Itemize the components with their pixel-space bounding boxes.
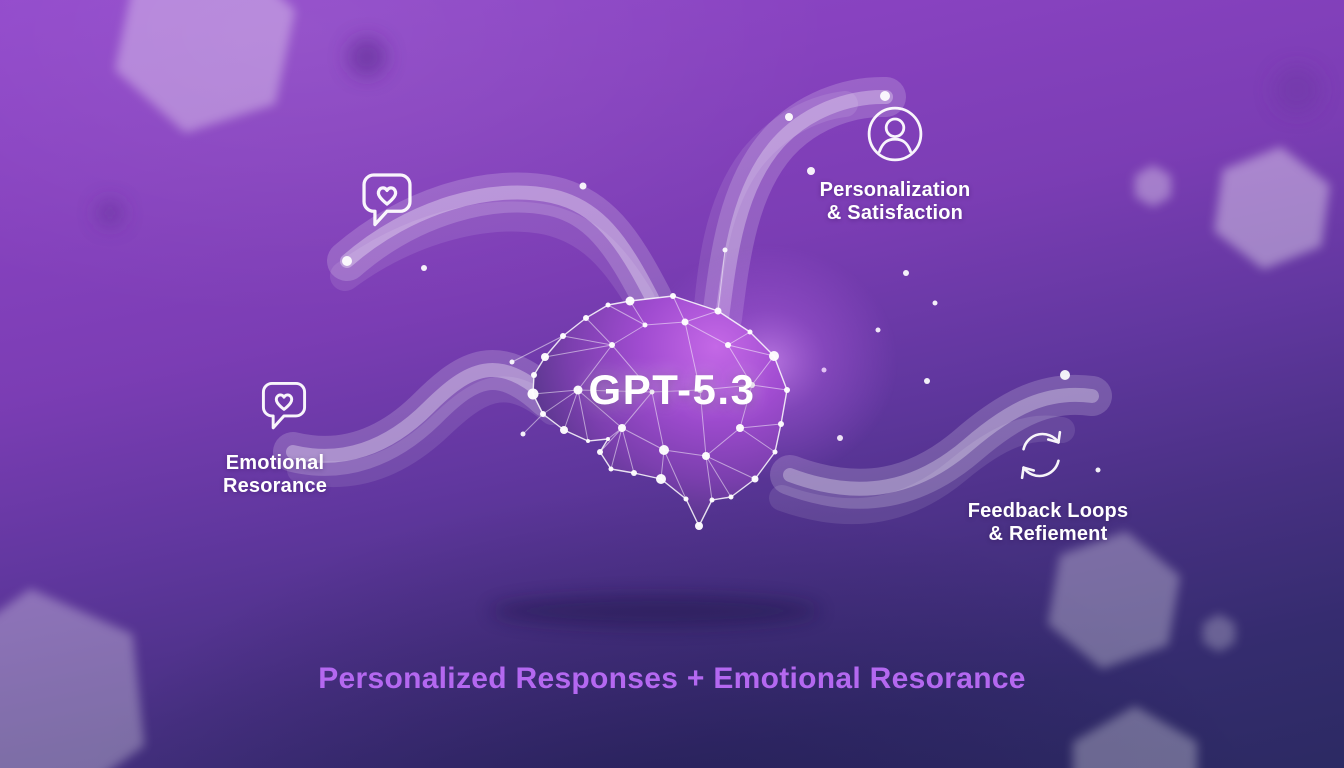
brain-silhouette <box>532 295 788 527</box>
branch-label-line: Emotional <box>225 452 325 474</box>
dark-blob-decorations <box>96 37 1321 227</box>
branch-label-line: Resorance <box>222 475 328 497</box>
heart-chat-icon <box>358 169 416 227</box>
refresh-cycle-icon <box>1010 424 1072 486</box>
branch-label-line: Feedback Loops <box>967 500 1129 522</box>
hexagon-shape <box>1135 165 1171 207</box>
branch-label-line: Personalization <box>819 179 971 201</box>
branch-label-line: & Satisfaction <box>826 202 964 224</box>
hexagon-shape <box>1073 706 1197 768</box>
branch-label-feedback-refinement: Feedback Loops & Refiement <box>948 500 1148 546</box>
branch-label-emotional-resonance: Emotional Resorance <box>185 452 365 498</box>
brain-shadow <box>490 595 820 627</box>
branch-label-personalization-satisfaction: Personalization & Satisfaction <box>795 179 995 225</box>
hexagon-shape <box>114 0 296 133</box>
user-profile-icon <box>866 105 924 163</box>
hexagon-shape <box>1047 531 1181 669</box>
bottom-caption: Personalized Responses + Emotional Resor… <box>318 662 1026 695</box>
hexagon-shape <box>0 588 145 768</box>
branch-label-line: & Refiement <box>988 523 1108 545</box>
hexagon-shape <box>1214 146 1330 270</box>
brain-network <box>511 249 790 530</box>
heart-chat-icon <box>258 378 310 430</box>
hexagon-shape <box>1203 614 1235 652</box>
center-model-label: GPT-5.3 <box>588 366 756 413</box>
